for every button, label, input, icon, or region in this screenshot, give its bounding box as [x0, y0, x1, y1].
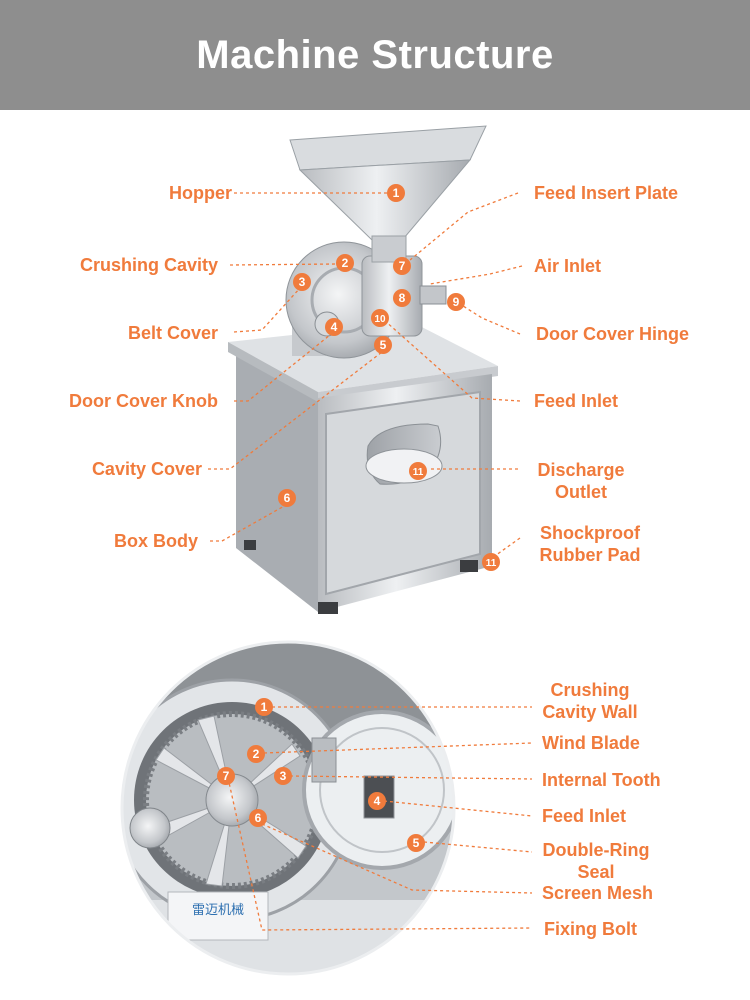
page-title: Machine Structure	[196, 32, 554, 77]
top-marker-4-number: 4	[331, 320, 338, 334]
label-wind-blade: Wind Blade	[542, 733, 640, 753]
bottom-marker-1-dot	[255, 698, 273, 716]
label-crushing-cavity-wall: Crushing Cavity Wall	[542, 680, 638, 722]
top-marker-9-dot	[447, 293, 465, 311]
label-fixing-bolt: Fixing Bolt	[544, 919, 637, 939]
top-marker-7-number: 7	[399, 259, 406, 273]
bottom-marker-4-dot	[368, 792, 386, 810]
grinder-machine	[228, 125, 498, 614]
top-marker-11-number: 11	[413, 467, 424, 478]
label-door-cover-hinge: Door Cover Hinge	[536, 324, 690, 344]
top-marker-11-dot	[409, 462, 427, 480]
top-marker-2-number: 2	[342, 256, 349, 270]
top-marker-3-dot	[293, 273, 311, 291]
bottom-marker-6-number: 6	[255, 811, 262, 825]
top-marker-10-number: 10	[374, 314, 386, 325]
bottom-marker-7-dot	[217, 767, 235, 785]
top-marker-6-number: 6	[284, 491, 291, 505]
label-hopper: Hopper	[169, 183, 232, 203]
top-marker-1-number: 1	[393, 186, 400, 200]
header-banner: Machine Structure	[0, 0, 750, 110]
bottom-marker-2-dot	[247, 745, 265, 763]
bottom-marker-7-number: 7	[223, 769, 230, 783]
top-marker-9-number: 9	[453, 295, 460, 309]
top-marker-1-dot	[387, 184, 405, 202]
top-marker-7-dot	[393, 257, 411, 275]
bottom-marker-5-number: 5	[413, 836, 420, 850]
top-marker-5-number: 5	[380, 338, 387, 352]
bottom-marker-6-dot	[249, 809, 267, 827]
label-feed-inlet-bottom: Feed Inlet	[542, 806, 627, 826]
top-marker-4-dot	[325, 318, 343, 336]
bottom-marker-3-dot	[274, 767, 292, 785]
bottom-leader-lines	[227, 706, 533, 931]
top-marker-12-dot	[482, 553, 500, 571]
crushing-chamber-closeup: 雷迈机械	[120, 640, 456, 976]
label-shockproof-rubber-pad: Shockproof Rubber Pad	[539, 523, 641, 565]
top-marker-5-dot	[374, 336, 392, 354]
nameplate-text: 雷迈机械	[192, 903, 244, 918]
label-box-body: Box Body	[113, 531, 198, 551]
label-internal-tooth: Internal Tooth	[542, 770, 661, 790]
label-discharge-outlet: Discharge Outlet	[537, 460, 625, 502]
label-feed-insert-plate: Feed Insert Plate	[534, 183, 679, 203]
bottom-marker-1-number: 1	[261, 700, 268, 714]
label-double-ring-seal: Double-Ring Seal	[542, 840, 650, 882]
label-screen-mesh: Screen Mesh	[542, 883, 654, 903]
bottom-marker-3-number: 3	[280, 769, 287, 783]
label-feed-inlet-top: Feed Inlet	[534, 391, 619, 411]
label-door-cover-knob: Door Cover Knob	[68, 391, 218, 411]
label-belt-cover: Belt Cover	[127, 323, 218, 343]
bottom-marker-5-dot	[407, 834, 425, 852]
label-cavity-cover: Cavity Cover	[91, 459, 202, 479]
bottom-marker-4-number: 4	[374, 794, 381, 808]
top-marker-2-dot	[336, 254, 354, 272]
label-crushing-cavity: Crushing Cavity	[79, 255, 218, 275]
label-air-inlet: Air Inlet	[534, 256, 602, 276]
top-marker-8-dot	[393, 289, 411, 307]
top-marker-6-dot	[278, 489, 296, 507]
bottom-marker-2-number: 2	[253, 747, 260, 761]
top-leader-lines	[208, 192, 523, 559]
top-marker-10-dot	[371, 309, 389, 327]
top-marker-12-number: 11	[486, 558, 497, 569]
top-marker-8-number: 8	[399, 291, 406, 305]
top-marker-3-number: 3	[299, 275, 306, 289]
